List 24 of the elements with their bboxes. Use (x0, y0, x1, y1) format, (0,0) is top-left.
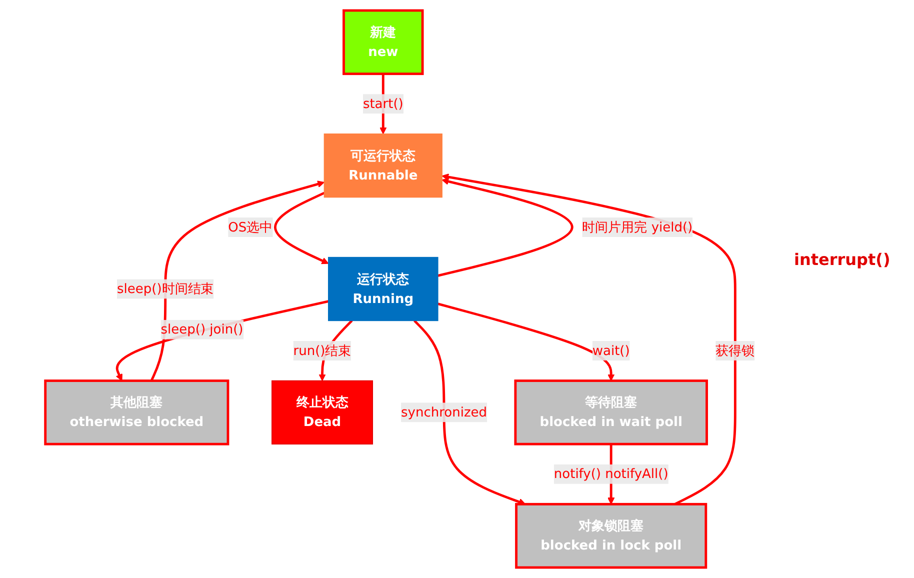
node-box: 其他阻塞 otherwise blocked (44, 380, 230, 446)
node-box: 对象锁阻塞 blocked in lock poll (515, 502, 708, 569)
node-box: 可运行状态 Runnable (324, 134, 442, 198)
edge-label: sleep()时间结束 (117, 280, 214, 296)
arrow (438, 178, 574, 277)
arrow (414, 320, 526, 506)
arrow (274, 192, 329, 264)
edge-label: OS选中 (228, 219, 273, 235)
edge-label: synchronized (401, 404, 487, 420)
edge-label: 时间片用完 yield() (582, 219, 693, 235)
edge-label: sleep() join() (160, 321, 244, 337)
arrow (116, 300, 329, 382)
note-text: interrupt() (794, 250, 892, 269)
edge-label: start() (362, 96, 404, 112)
arrow (150, 180, 325, 382)
node-box: 等待阻塞 blocked in wait poll (514, 380, 708, 446)
edge-label: notify() notifyAll() (554, 466, 668, 482)
node-box: 运行状态 Running (328, 256, 438, 322)
edge-label: wait() (592, 342, 630, 358)
edge-label: 获得锁 (716, 342, 755, 358)
arrow (438, 302, 615, 382)
edge-label: run()结束 (293, 342, 352, 358)
node-box: 终止状态 Dead (272, 380, 373, 444)
node-box: 新建 new (342, 9, 424, 76)
